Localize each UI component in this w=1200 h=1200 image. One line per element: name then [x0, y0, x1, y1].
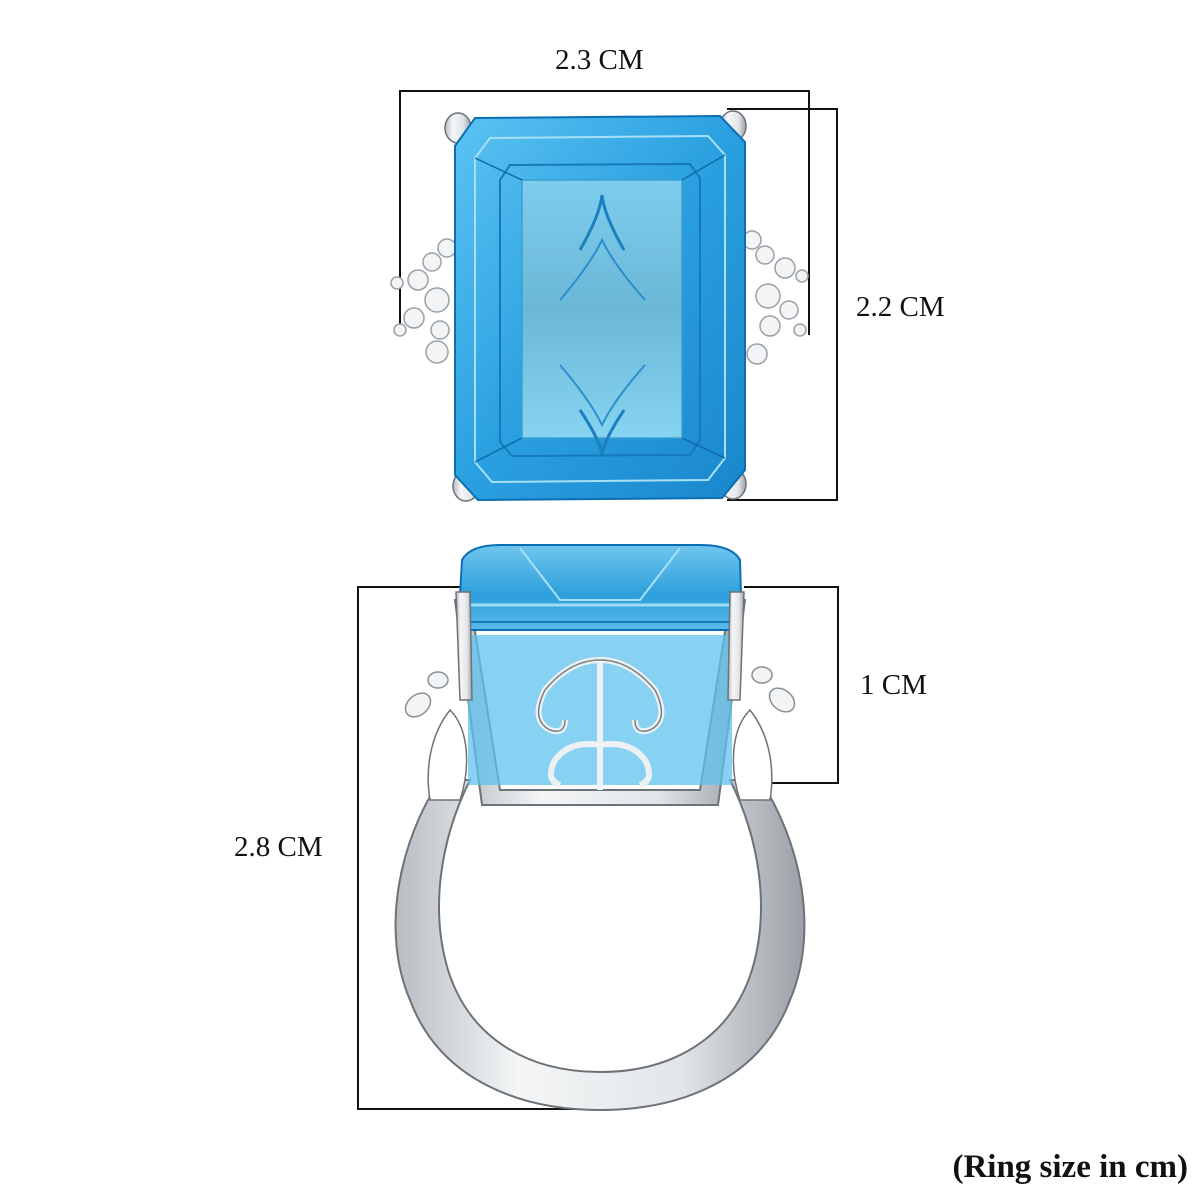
ring-shank [394, 779, 806, 1112]
side-view-ring [394, 544, 806, 1112]
top-height-label: 2.2 CM [856, 291, 945, 323]
top-view-ring [390, 110, 809, 502]
top-width-label: 2.3 CM [555, 44, 644, 76]
side-depth-label: 1 CM [860, 669, 927, 701]
right-stone-cluster [742, 230, 809, 365]
side-stone [456, 544, 744, 631]
side-depth-bracket [744, 586, 839, 784]
ring-size-caption: (Ring size in cm) [952, 1149, 1188, 1185]
side-height-label: 2.8 CM [234, 831, 323, 863]
left-stone-cluster [390, 238, 457, 364]
stone-table [521, 179, 683, 439]
top-height-bracket [727, 108, 838, 501]
side-accent-stones [404, 666, 796, 718]
top-width-bracket [399, 90, 810, 335]
